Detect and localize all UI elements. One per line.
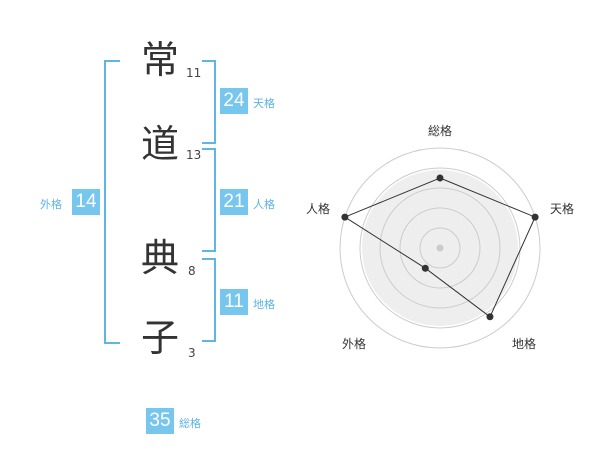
radar-center <box>436 244 444 252</box>
name-char-1: 常 <box>140 38 179 82</box>
name-char-2: 道 <box>140 122 179 166</box>
name-char-4: 子 <box>140 316 179 360</box>
chikaku-value: 11 <box>220 289 248 315</box>
radar-point-3 <box>421 264 429 272</box>
radar-point-2 <box>486 313 494 321</box>
jinkaku-value: 21 <box>220 189 248 215</box>
radar-label-chikaku: 地格 <box>511 337 536 351</box>
tenkaku-label: 天格 <box>253 97 275 110</box>
gaikaku-value: 14 <box>72 189 100 215</box>
jinkaku-bracket <box>202 148 216 252</box>
radar-ring <box>339 147 541 349</box>
radar-point-0 <box>436 174 444 182</box>
chikaku-bracket <box>202 258 216 342</box>
soukaku-value: 35 <box>146 408 174 434</box>
radar-polygon <box>343 177 536 318</box>
gaikaku-bracket <box>104 60 120 344</box>
radar-point-4 <box>341 213 349 221</box>
soukaku-label: 総格 <box>179 417 201 430</box>
name-char-2-strokes: 13 <box>186 148 202 162</box>
tenkaku-value: 24 <box>220 88 248 114</box>
name-char-4-strokes: 3 <box>188 346 196 360</box>
jinkaku-label: 人格 <box>253 198 275 211</box>
radar-label-soukaku: 総格 <box>427 124 452 138</box>
radar-ring <box>419 227 461 269</box>
name-char-1-strokes: 11 <box>186 66 202 80</box>
name-char-3: 典 <box>140 236 179 280</box>
radar-label-jinkaku: 人格 <box>305 202 330 216</box>
radar-ring <box>379 187 501 309</box>
radar-label-tenkaku: 天格 <box>549 202 574 216</box>
radar-ring <box>399 207 481 289</box>
tenkaku-bracket <box>202 60 216 144</box>
radar-point-1 <box>531 213 539 221</box>
chikaku-label: 地格 <box>253 298 275 311</box>
radar-label-gaikaku: 外格 <box>341 337 366 351</box>
radar-ring <box>359 167 521 329</box>
name-char-3-strokes: 8 <box>188 264 196 278</box>
gaikaku-label: 外格 <box>40 198 62 211</box>
